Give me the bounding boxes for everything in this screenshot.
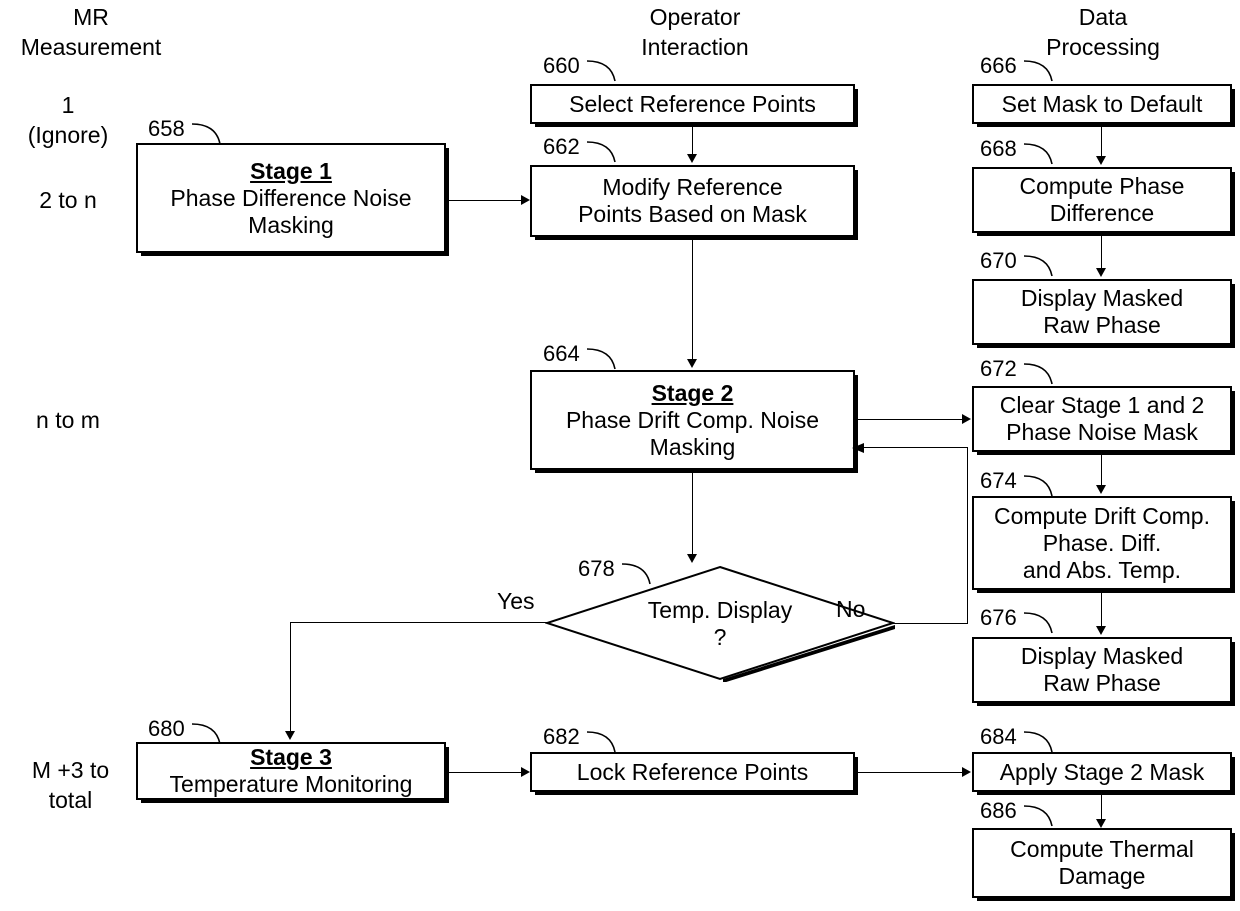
arrowhead-662-to-stage2 bbox=[687, 359, 697, 368]
connector-stage3-to-682 bbox=[446, 772, 522, 773]
node-compute-drift-comp-body: Compute Drift Comp. Phase. Diff. and Abs… bbox=[993, 502, 1210, 583]
node-stage-2[interactable]: Stage 2 Phase Drift Comp. Noise Masking bbox=[530, 370, 855, 470]
arrowhead-660-to-662 bbox=[687, 154, 697, 163]
ref-numeral-668: 668 bbox=[980, 136, 1017, 161]
node-set-mask-to-default-body: Set Mask to Default bbox=[1001, 90, 1203, 117]
node-compute-phase-difference-body: Compute Phase Difference bbox=[1019, 173, 1185, 226]
column-header-mr-measurement: MR Measurement bbox=[20, 4, 162, 60]
ref-numeral-678: 678 bbox=[578, 556, 615, 581]
connector-stage2-to-672 bbox=[855, 419, 963, 420]
ref-hook-676 bbox=[1023, 612, 1053, 634]
node-stage-2-body: Phase Drift Comp. Noise Masking bbox=[565, 406, 820, 460]
connector-stage2-to-decision bbox=[692, 470, 693, 555]
connector-no-branch-vertical bbox=[967, 447, 968, 624]
ref-hook-684 bbox=[1023, 731, 1053, 753]
ref-hook-670 bbox=[1023, 255, 1053, 277]
node-lock-reference-points[interactable]: Lock Reference Points bbox=[530, 752, 855, 792]
ref-numeral-684: 684 bbox=[980, 724, 1017, 749]
node-compute-phase-difference[interactable]: Compute Phase Difference bbox=[972, 167, 1232, 233]
arrowhead-674-to-676 bbox=[1096, 626, 1106, 635]
row-label-1-ignore: 1 (Ignore) bbox=[27, 92, 109, 148]
ref-hook-672 bbox=[1023, 363, 1053, 385]
node-compute-thermal-damage-body: Compute Thermal Damage bbox=[1010, 836, 1194, 889]
branch-label-yes: Yes bbox=[497, 588, 535, 614]
ref-numeral-670: 670 bbox=[980, 248, 1017, 273]
connector-660-to-662 bbox=[692, 124, 693, 155]
ref-numeral-672: 672 bbox=[980, 356, 1017, 381]
ref-numeral-682: 682 bbox=[543, 724, 580, 749]
ref-hook-664 bbox=[586, 348, 616, 370]
arrowhead-stage2-to-decision bbox=[687, 554, 697, 563]
node-lock-reference-points-body: Lock Reference Points bbox=[576, 758, 809, 785]
connector-674-to-676 bbox=[1101, 590, 1102, 627]
branch-label-no: No bbox=[836, 596, 866, 622]
column-header-operator-interaction: Operator Interaction bbox=[641, 4, 749, 60]
node-stage-3[interactable]: Stage 3 Temperature Monitoring bbox=[136, 742, 446, 800]
node-display-masked-raw-phase-676-body: Display Masked Raw Phase bbox=[1020, 643, 1184, 696]
ref-numeral-658: 658 bbox=[148, 116, 185, 141]
arrowhead-682-to-684 bbox=[962, 767, 971, 777]
node-stage-1-body: Phase Difference Noise Masking bbox=[170, 184, 412, 238]
ref-hook-682 bbox=[586, 731, 616, 753]
arrowhead-684-to-686 bbox=[1096, 819, 1106, 828]
connector-stage1-to-modify-ref bbox=[446, 200, 522, 201]
ref-hook-668 bbox=[1023, 143, 1053, 165]
node-display-masked-raw-phase-676[interactable]: Display Masked Raw Phase bbox=[972, 637, 1232, 703]
arrowhead-stage3-to-682 bbox=[521, 767, 530, 777]
ref-numeral-660: 660 bbox=[543, 53, 580, 78]
connector-666-to-668 bbox=[1101, 124, 1102, 157]
ref-numeral-664: 664 bbox=[543, 341, 580, 366]
node-stage-1-title: Stage 1 bbox=[250, 157, 332, 184]
node-display-masked-raw-phase-670[interactable]: Display Masked Raw Phase bbox=[972, 279, 1232, 345]
node-stage-3-title: Stage 3 bbox=[250, 744, 332, 770]
ref-numeral-662: 662 bbox=[543, 134, 580, 159]
node-clear-stage-1-and-2-mask[interactable]: Clear Stage 1 and 2 Phase Noise Mask bbox=[972, 386, 1232, 452]
connector-yes-branch-vertical bbox=[290, 622, 291, 732]
node-apply-stage-2-mask-body: Apply Stage 2 Mask bbox=[999, 758, 1205, 785]
arrowhead-672-to-674 bbox=[1096, 485, 1106, 494]
node-select-reference-points[interactable]: Select Reference Points bbox=[530, 84, 855, 124]
ref-numeral-680: 680 bbox=[148, 716, 185, 741]
node-modify-reference-points[interactable]: Modify Reference Points Based on Mask bbox=[530, 165, 855, 237]
ref-hook-674 bbox=[1023, 475, 1053, 497]
connector-682-to-684 bbox=[855, 772, 963, 773]
column-header-data-processing: Data Processing bbox=[1046, 4, 1160, 60]
row-label-m-plus-3-to-total: M +3 to total bbox=[31, 757, 110, 813]
connector-668-to-670 bbox=[1101, 233, 1102, 269]
connector-662-to-stage2 bbox=[692, 237, 693, 359]
node-stage-3-body: Temperature Monitoring bbox=[169, 771, 413, 797]
arrowhead-stage1-to-modify-ref bbox=[521, 195, 530, 205]
node-compute-thermal-damage[interactable]: Compute Thermal Damage bbox=[972, 828, 1232, 898]
ref-hook-658 bbox=[191, 123, 221, 145]
node-modify-reference-points-body: Modify Reference Points Based on Mask bbox=[578, 174, 807, 227]
row-label-2-to-n: 2 to n bbox=[39, 187, 97, 213]
arrowhead-666-to-668 bbox=[1096, 156, 1106, 165]
arrowhead-stage2-to-672 bbox=[962, 414, 971, 424]
connector-no-branch-horizontal bbox=[893, 623, 968, 624]
node-clear-stage-1-and-2-mask-body: Clear Stage 1 and 2 Phase Noise Mask bbox=[999, 392, 1205, 445]
ref-numeral-666: 666 bbox=[980, 53, 1017, 78]
node-set-mask-to-default[interactable]: Set Mask to Default bbox=[972, 84, 1232, 124]
arrowhead-668-to-670 bbox=[1096, 268, 1106, 277]
ref-hook-662 bbox=[586, 141, 616, 163]
node-stage-1[interactable]: Stage 1 Phase Difference Noise Masking bbox=[136, 143, 446, 253]
node-temp-display-decision[interactable]: Temp. Display ? bbox=[545, 565, 895, 682]
node-apply-stage-2-mask[interactable]: Apply Stage 2 Mask bbox=[972, 752, 1232, 792]
ref-numeral-674: 674 bbox=[980, 468, 1017, 493]
connector-672-to-674 bbox=[1101, 452, 1102, 486]
connector-yes-branch-horizontal bbox=[290, 622, 547, 623]
connector-684-to-686 bbox=[1101, 792, 1102, 820]
node-compute-drift-comp[interactable]: Compute Drift Comp. Phase. Diff. and Abs… bbox=[972, 496, 1232, 590]
node-display-masked-raw-phase-670-body: Display Masked Raw Phase bbox=[1020, 285, 1184, 338]
ref-numeral-686: 686 bbox=[980, 798, 1017, 823]
ref-hook-686 bbox=[1023, 805, 1053, 827]
row-label-n-to-m: n to m bbox=[36, 407, 100, 433]
ref-numeral-676: 676 bbox=[980, 605, 1017, 630]
arrowhead-yes-branch-into-stage3 bbox=[285, 731, 295, 740]
connector-no-branch-return bbox=[862, 447, 968, 448]
node-select-reference-points-body: Select Reference Points bbox=[569, 90, 816, 117]
node-stage-2-title: Stage 2 bbox=[651, 379, 734, 406]
